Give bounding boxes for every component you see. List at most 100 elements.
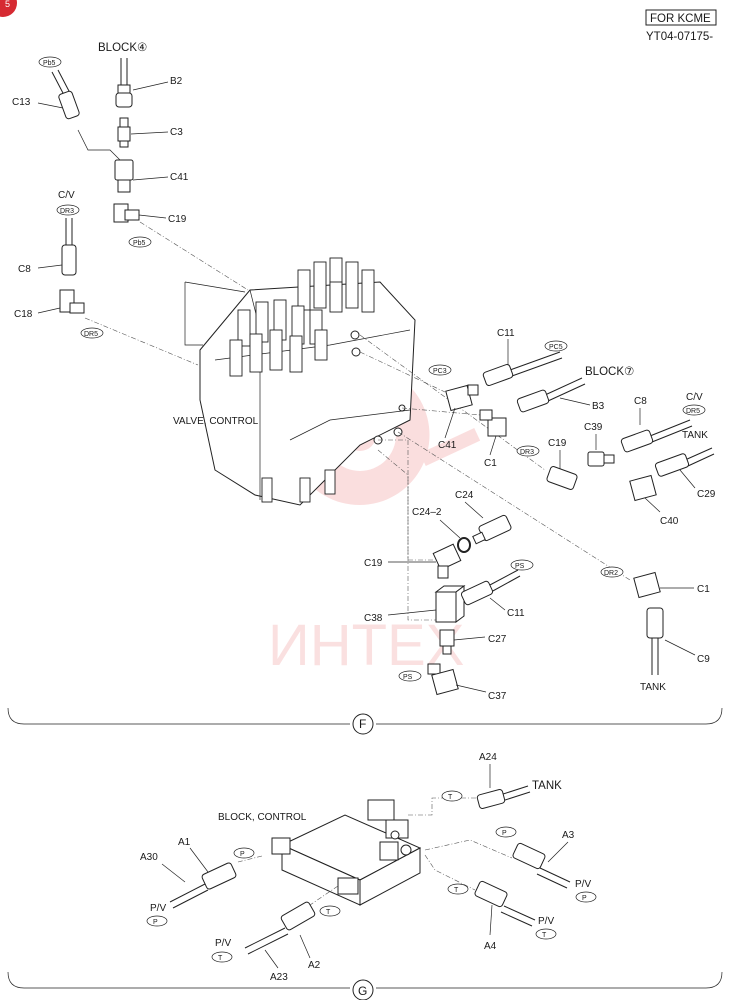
corner-badge-text: 5 (5, 0, 10, 9)
label-c41-mid: C41 (438, 440, 457, 451)
label-c8-left: C8 (18, 264, 31, 275)
label-valve-control: VALVE, CONTROL (173, 416, 259, 427)
section-f-bracket (7, 707, 723, 725)
tag-p-a3: P (502, 830, 507, 837)
c24-2-o-ring (457, 537, 471, 553)
label-pv-a4: P/V (538, 916, 554, 927)
section-g-label: G (358, 984, 367, 998)
tag-pc3: PC3 (433, 368, 447, 375)
c9-hose (646, 607, 664, 675)
c27-fitting (439, 629, 455, 655)
label-block4: BLOCK④ (98, 42, 147, 54)
c3-fitting (117, 117, 131, 148)
label-c24-2: C24–2 (412, 507, 442, 518)
label-a1: A1 (178, 837, 191, 848)
label-a23: A23 (270, 972, 288, 983)
c24-sensor (472, 514, 512, 545)
a4-hose (474, 880, 536, 927)
label-pv-a23: P/V (215, 938, 231, 949)
c38-block (434, 585, 466, 623)
label-a24: A24 (479, 752, 497, 763)
a2-a23-hose (244, 901, 316, 955)
label-a30: A30 (140, 852, 158, 863)
label-c41-top: C41 (170, 172, 189, 183)
tag-pb5-top: Pb5 (43, 60, 56, 67)
label-c18: C18 (14, 309, 33, 320)
tag-t-a4: T (454, 887, 459, 894)
label-c9: C9 (697, 654, 710, 665)
label-cv-left: C/V (58, 190, 75, 201)
label-b2: B2 (170, 76, 183, 87)
a3-hose (512, 842, 571, 889)
tag-dr5-left: DR5 (84, 331, 98, 338)
tag-dr5-right: DR5 (686, 408, 700, 415)
section-f-marker (352, 713, 374, 735)
c11-top-hose (482, 351, 563, 387)
label-c19-top: C19 (168, 214, 187, 225)
c11-low-hose (460, 569, 521, 606)
tag-ps-c11: PS (515, 563, 525, 570)
label-block-control: BLOCK, CONTROL (218, 812, 307, 823)
label-c19-low: C19 (364, 558, 383, 569)
c29-hose (654, 447, 715, 477)
c40-elbow (629, 474, 657, 502)
label-c38: C38 (364, 613, 383, 624)
tag-dr3-left: DR3 (60, 208, 74, 215)
tag-t-a24: T (448, 794, 453, 801)
label-c24: C24 (455, 490, 474, 501)
label-pv-a30: P/V (150, 903, 166, 914)
label-a3: A3 (562, 830, 575, 841)
doc-number: YT04-07175- (646, 31, 713, 43)
c41-mid-fitting (445, 384, 479, 412)
tag-pb5-bottom: Pb5 (133, 240, 146, 247)
tag-t-a23-end: T (218, 955, 223, 962)
label-pv-a3: P/V (575, 879, 591, 890)
label-c11-low: C11 (507, 608, 525, 619)
label-c13: C13 (12, 97, 31, 108)
label-tank-g: TANK (532, 780, 562, 792)
c8-left-hose (61, 218, 77, 276)
section-g-bracket (7, 971, 723, 989)
a24-hose (476, 785, 531, 809)
c19-top-elbow (113, 203, 140, 223)
c8-right-hose (620, 419, 693, 453)
label-tank-right: TANK (682, 430, 708, 441)
tag-ps-c37: PS (403, 674, 413, 681)
for-kcme-box (645, 9, 717, 26)
label-c40: C40 (660, 516, 679, 527)
c37-elbow (427, 663, 459, 696)
label-c37: C37 (488, 691, 507, 702)
label-c27: C27 (488, 634, 507, 645)
label-c39: C39 (584, 422, 603, 433)
tag-t-a2: T (326, 909, 331, 916)
section-f-label: F (359, 717, 366, 731)
label-c3: C3 (170, 127, 183, 138)
label-a4: A4 (484, 941, 497, 952)
tag-p-a3-end: P (582, 895, 587, 902)
corner-badge: 5 (0, 0, 17, 17)
tag-p-a1: P (240, 851, 245, 858)
control-block-assembly (271, 799, 422, 906)
b2-hose (115, 58, 133, 108)
c41-top-fitting (114, 159, 134, 193)
label-cv-right: C/V (686, 392, 703, 403)
label-c1-low: C1 (697, 584, 710, 595)
c19-mid-elbow (546, 466, 578, 490)
label-c1-mid: C1 (484, 458, 497, 469)
b3-hose (516, 377, 586, 413)
label-c29: C29 (697, 489, 716, 500)
tag-pc5: PC5 (549, 344, 563, 351)
c39-fitting (587, 451, 615, 467)
c19-low-elbow (432, 543, 462, 579)
label-block7: BLOCK⑦ (585, 366, 634, 378)
tag-t-a4-end: T (542, 932, 547, 939)
c1-low-elbow (633, 571, 661, 599)
control-valve-assembly (184, 257, 416, 506)
label-c19-mid: C19 (548, 438, 567, 449)
c13-hose (51, 69, 80, 120)
for-kcme-label: FOR KCME (650, 13, 711, 25)
label-c11-top: C11 (497, 328, 515, 339)
label-b3: B3 (592, 401, 605, 412)
c18-elbow (59, 289, 85, 314)
